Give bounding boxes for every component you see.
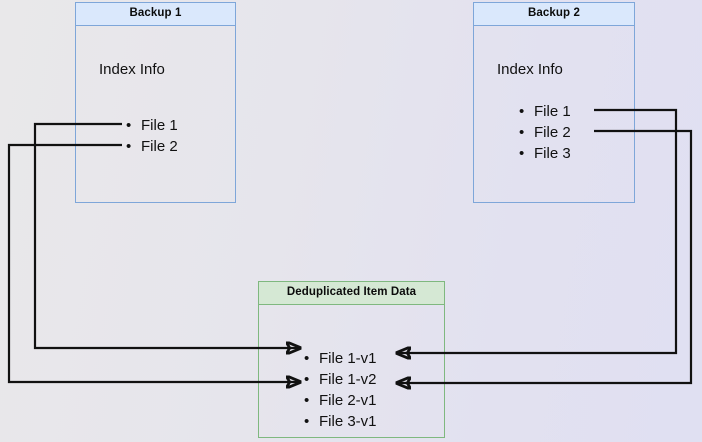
node-backup-1-title: Backup 1 xyxy=(76,3,235,26)
list-item: File 2 xyxy=(519,122,571,143)
list-item: File 1 xyxy=(126,115,178,136)
dedup-file-list: File 1-v1 File 1-v2 File 2-v1 File 3-v1 xyxy=(304,348,377,432)
list-item: File 3 xyxy=(519,143,571,164)
node-backup-2-title: Backup 2 xyxy=(474,3,634,26)
backup-2-file-list: File 1 File 2 File 3 xyxy=(519,101,571,164)
list-item: File 2 xyxy=(126,136,178,157)
node-backup-2[interactable]: Backup 2 Index Info File 1 File 2 File 3 xyxy=(473,2,635,203)
list-item: File 1-v1 xyxy=(304,348,377,369)
node-dedup-body: File 1-v1 File 1-v2 File 2-v1 File 3-v1 xyxy=(259,305,444,437)
list-item: File 3-v1 xyxy=(304,411,377,432)
backup-1-file-list: File 1 File 2 xyxy=(126,115,178,157)
backup-1-index-info-label: Index Info xyxy=(99,61,165,78)
list-item: File 1 xyxy=(519,101,571,122)
node-backup-2-body: Index Info File 1 File 2 File 3 xyxy=(474,26,634,202)
list-item: File 1-v2 xyxy=(304,369,377,390)
backup-2-index-info-label: Index Info xyxy=(497,61,563,78)
node-dedup-title: Deduplicated Item Data xyxy=(259,282,444,305)
node-backup-1-body: Index Info File 1 File 2 xyxy=(76,26,235,202)
node-backup-1[interactable]: Backup 1 Index Info File 1 File 2 xyxy=(75,2,236,203)
list-item: File 2-v1 xyxy=(304,390,377,411)
node-deduplicated-item-data[interactable]: Deduplicated Item Data File 1-v1 File 1-… xyxy=(258,281,445,438)
